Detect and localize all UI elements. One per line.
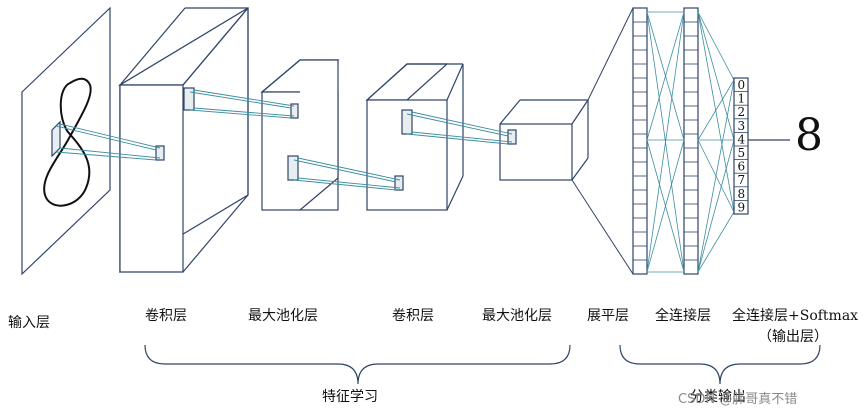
flatten-layer-column — [632, 7, 648, 275]
output-layer-column — [733, 77, 749, 215]
prediction-digit: 8 — [795, 110, 823, 161]
conv2-kernel-out — [401, 109, 413, 135]
conv2-feature — [394, 175, 404, 191]
pool1-kernel-out — [287, 155, 299, 181]
label-pool1: 最大池化层 — [248, 308, 318, 324]
watermark: CSDN @胖哥真不错 — [678, 392, 798, 407]
pool1-feature-top — [290, 103, 299, 119]
conv1-kernel-in — [183, 87, 195, 111]
label-flatten: 展平层 — [587, 308, 629, 324]
output-digit-4: 4 — [738, 132, 746, 146]
dense-connections-1 — [646, 11, 685, 273]
pool1-cube — [260, 59, 340, 211]
output-digit-1: 1 — [738, 92, 746, 106]
output-digit-3: 3 — [738, 119, 746, 133]
output-digit-6: 6 — [738, 160, 746, 174]
classification-brace — [619, 344, 821, 385]
handwritten-digit — [43, 77, 92, 207]
output-digit-5: 5 — [738, 146, 746, 160]
output-digit-7: 7 — [738, 173, 746, 187]
feature-learning-brace — [144, 344, 571, 385]
label-classification: 分类输出 — [690, 389, 746, 405]
conv1-feature — [155, 145, 165, 161]
input-layer-plane — [21, 6, 111, 276]
conv2-cube — [365, 63, 464, 211]
pool2-to-flatten — [571, 7, 634, 275]
output-digit-8: 8 — [738, 187, 746, 201]
dense-connections-2 — [697, 11, 735, 273]
fc-layer-column — [683, 7, 699, 275]
label-output-line1: 全连接层+Softmax — [732, 308, 859, 324]
label-conv2: 卷积层 — [392, 308, 434, 324]
output-digit-0: 0 — [738, 78, 746, 92]
receptive-field-connections — [55, 89, 513, 191]
output-digit-9: 9 — [738, 200, 746, 214]
label-fc: 全连接层 — [655, 308, 711, 324]
label-input-layer: 输入层 — [8, 315, 50, 331]
label-conv1: 卷积层 — [145, 308, 187, 324]
label-pool2: 最大池化层 — [482, 308, 552, 324]
label-output-line2: （输出层） — [758, 329, 828, 345]
conv1-cube — [117, 6, 249, 274]
output-digit-2: 2 — [738, 105, 746, 119]
pool2-feature — [507, 129, 517, 145]
label-feature-learning: 特征学习 — [322, 389, 378, 405]
